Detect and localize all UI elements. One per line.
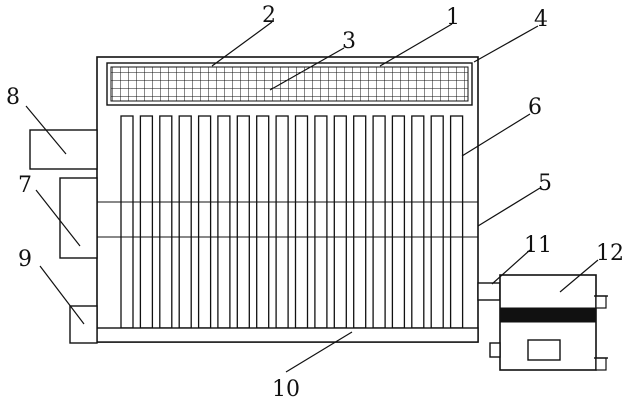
component-12-clamp-top <box>595 295 607 309</box>
plate-12 <box>333 115 347 329</box>
plate-1 <box>120 115 134 329</box>
leader-12 <box>559 259 599 293</box>
label-2: 2 <box>262 3 276 28</box>
component-12-clamp-bottom <box>595 357 607 371</box>
plate-16 <box>411 115 425 329</box>
plate-5 <box>197 115 212 329</box>
leader-2 <box>211 21 273 67</box>
leader-11 <box>491 249 531 285</box>
plate-18 <box>449 115 464 329</box>
plate-10 <box>294 115 309 329</box>
plate-3 <box>159 115 173 329</box>
plate-17 <box>430 115 444 329</box>
plate-13 <box>353 115 367 329</box>
label-6: 6 <box>528 95 542 120</box>
leader-8 <box>25 105 67 155</box>
plate-14 <box>372 115 386 329</box>
label-10: 10 <box>272 377 300 402</box>
component-8-box <box>29 129 98 170</box>
label-7: 7 <box>18 173 32 198</box>
label-9: 9 <box>18 247 32 272</box>
component-7-box <box>59 177 98 259</box>
connector-11 <box>477 282 501 301</box>
label-1: 1 <box>446 5 460 30</box>
label-4: 4 <box>534 7 548 32</box>
component-12-knob <box>489 342 501 358</box>
label-12: 12 <box>596 241 624 266</box>
plate-8 <box>256 115 270 329</box>
top-grid-frame <box>106 62 473 106</box>
leader-6 <box>461 113 531 157</box>
plate-7 <box>236 115 250 329</box>
plate-15 <box>391 115 406 329</box>
leader-7 <box>35 189 81 247</box>
label-8: 8 <box>6 85 20 110</box>
leader-9 <box>39 265 85 325</box>
plate-6 <box>217 115 231 329</box>
component-12-window <box>527 339 561 361</box>
component-12-band <box>499 307 597 323</box>
plate-4 <box>178 115 192 329</box>
bottom-rail <box>96 327 479 343</box>
plate-9 <box>275 115 289 329</box>
label-5: 5 <box>538 171 552 196</box>
top-grid-mesh <box>110 66 469 102</box>
label-3: 3 <box>342 29 356 54</box>
leader-10 <box>285 331 353 373</box>
plates-group <box>120 115 464 329</box>
leader-5 <box>477 187 541 227</box>
leader-3 <box>269 47 345 91</box>
leader-4 <box>473 25 539 63</box>
plate-11 <box>314 115 328 329</box>
label-11: 11 <box>524 233 552 258</box>
plate-2 <box>139 115 154 329</box>
leader-1 <box>379 23 453 67</box>
leader-lines <box>25 21 599 373</box>
